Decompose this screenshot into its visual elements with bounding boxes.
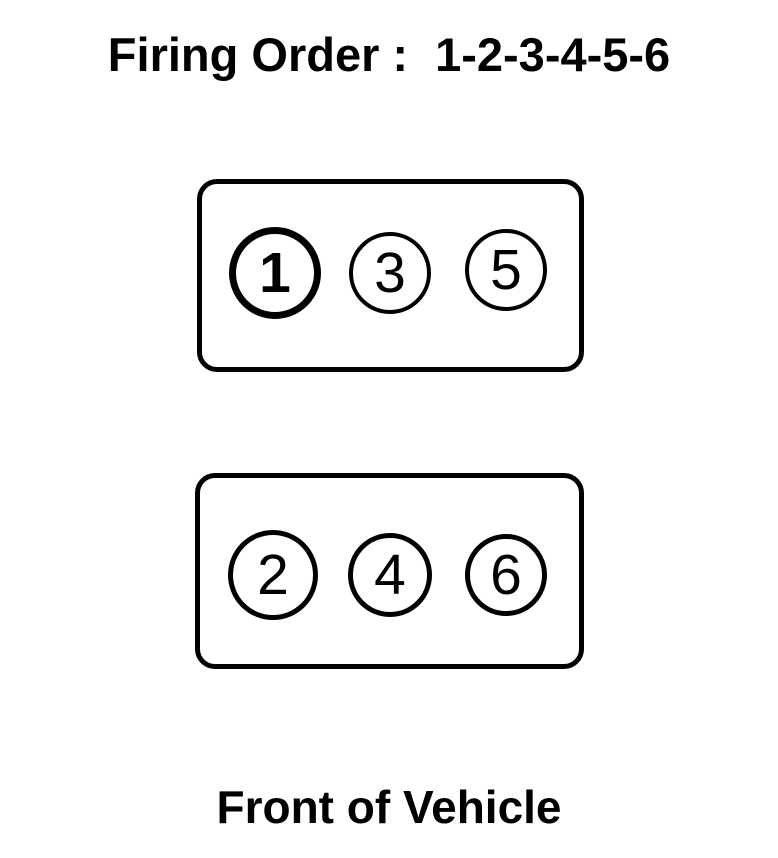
- cylinder-2-number: 2: [257, 542, 289, 607]
- cylinder-3-number: 3: [374, 240, 406, 305]
- cylinder-5-number: 5: [490, 237, 522, 302]
- cylinder-2-marker: 2: [228, 530, 318, 620]
- cylinder-bank-top: 1 3 5: [197, 179, 584, 372]
- cylinder-1-marker: 1: [229, 227, 321, 319]
- cylinder-bank-bottom: 2 4 6: [195, 473, 584, 669]
- cylinder-5-marker: 5: [465, 229, 547, 311]
- page-title: Firing Order : 1-2-3-4-5-6: [0, 31, 778, 78]
- cylinder-6-number: 6: [490, 542, 522, 607]
- cylinder-1-number: 1: [259, 240, 291, 305]
- firing-order-label: Firing Order :: [107, 28, 409, 81]
- cylinder-6-marker: 6: [465, 534, 547, 616]
- cylinder-4-number: 4: [374, 542, 406, 607]
- front-of-vehicle-label: Front of Vehicle: [216, 781, 562, 833]
- cylinder-3-marker: 3: [349, 232, 431, 314]
- firing-order-sequence: 1-2-3-4-5-6: [435, 28, 671, 81]
- cylinder-4-marker: 4: [348, 533, 432, 617]
